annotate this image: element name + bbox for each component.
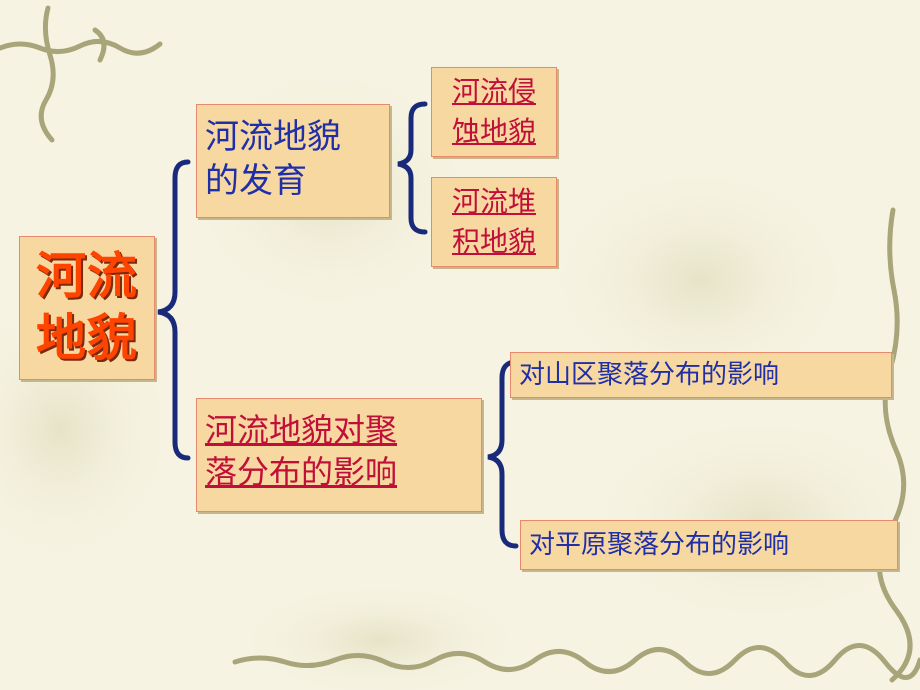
link-erosion-line1[interactable]: 河流侵: [451, 75, 536, 108]
link-deposition-line1[interactable]: 河流堆: [451, 185, 536, 218]
branch-development-node: 河流地貌 的发育: [196, 104, 390, 218]
leaf-mountain-settlement: 对山区聚落分布的影响: [510, 352, 892, 398]
leaf-plain-settlement: 对平原聚落分布的影响: [520, 520, 898, 570]
branch-development-line2: 的发育: [205, 161, 307, 201]
branch-development-line1: 河流地貌: [205, 117, 341, 157]
vine-ornament-right: [876, 207, 913, 683]
leaf-plain-label: 对平原聚落分布的影响: [529, 530, 790, 560]
link-erosion-landform[interactable]: 河流侵 蚀地貌: [431, 67, 557, 157]
root-label-line1: 河流: [36, 247, 138, 305]
root-label-line2: 地貌: [36, 309, 138, 367]
link-deposition-landform[interactable]: 河流堆 积地貌: [431, 177, 557, 267]
vine-ornament-bottom: [232, 643, 920, 680]
root-node: 河流 地貌: [19, 236, 155, 380]
leaf-mountain-label: 对山区聚落分布的影响: [519, 360, 780, 390]
link-settlement-line2[interactable]: 落分布的影响: [205, 453, 398, 491]
vine-ornament-top-left: [0, 5, 163, 143]
link-settlement-distribution[interactable]: 河流地貌对聚 落分布的影响: [196, 398, 482, 512]
link-erosion-line2[interactable]: 蚀地貌: [451, 115, 536, 148]
link-settlement-line1[interactable]: 河流地貌对聚: [205, 411, 398, 449]
link-deposition-line2[interactable]: 积地貌: [451, 225, 536, 258]
